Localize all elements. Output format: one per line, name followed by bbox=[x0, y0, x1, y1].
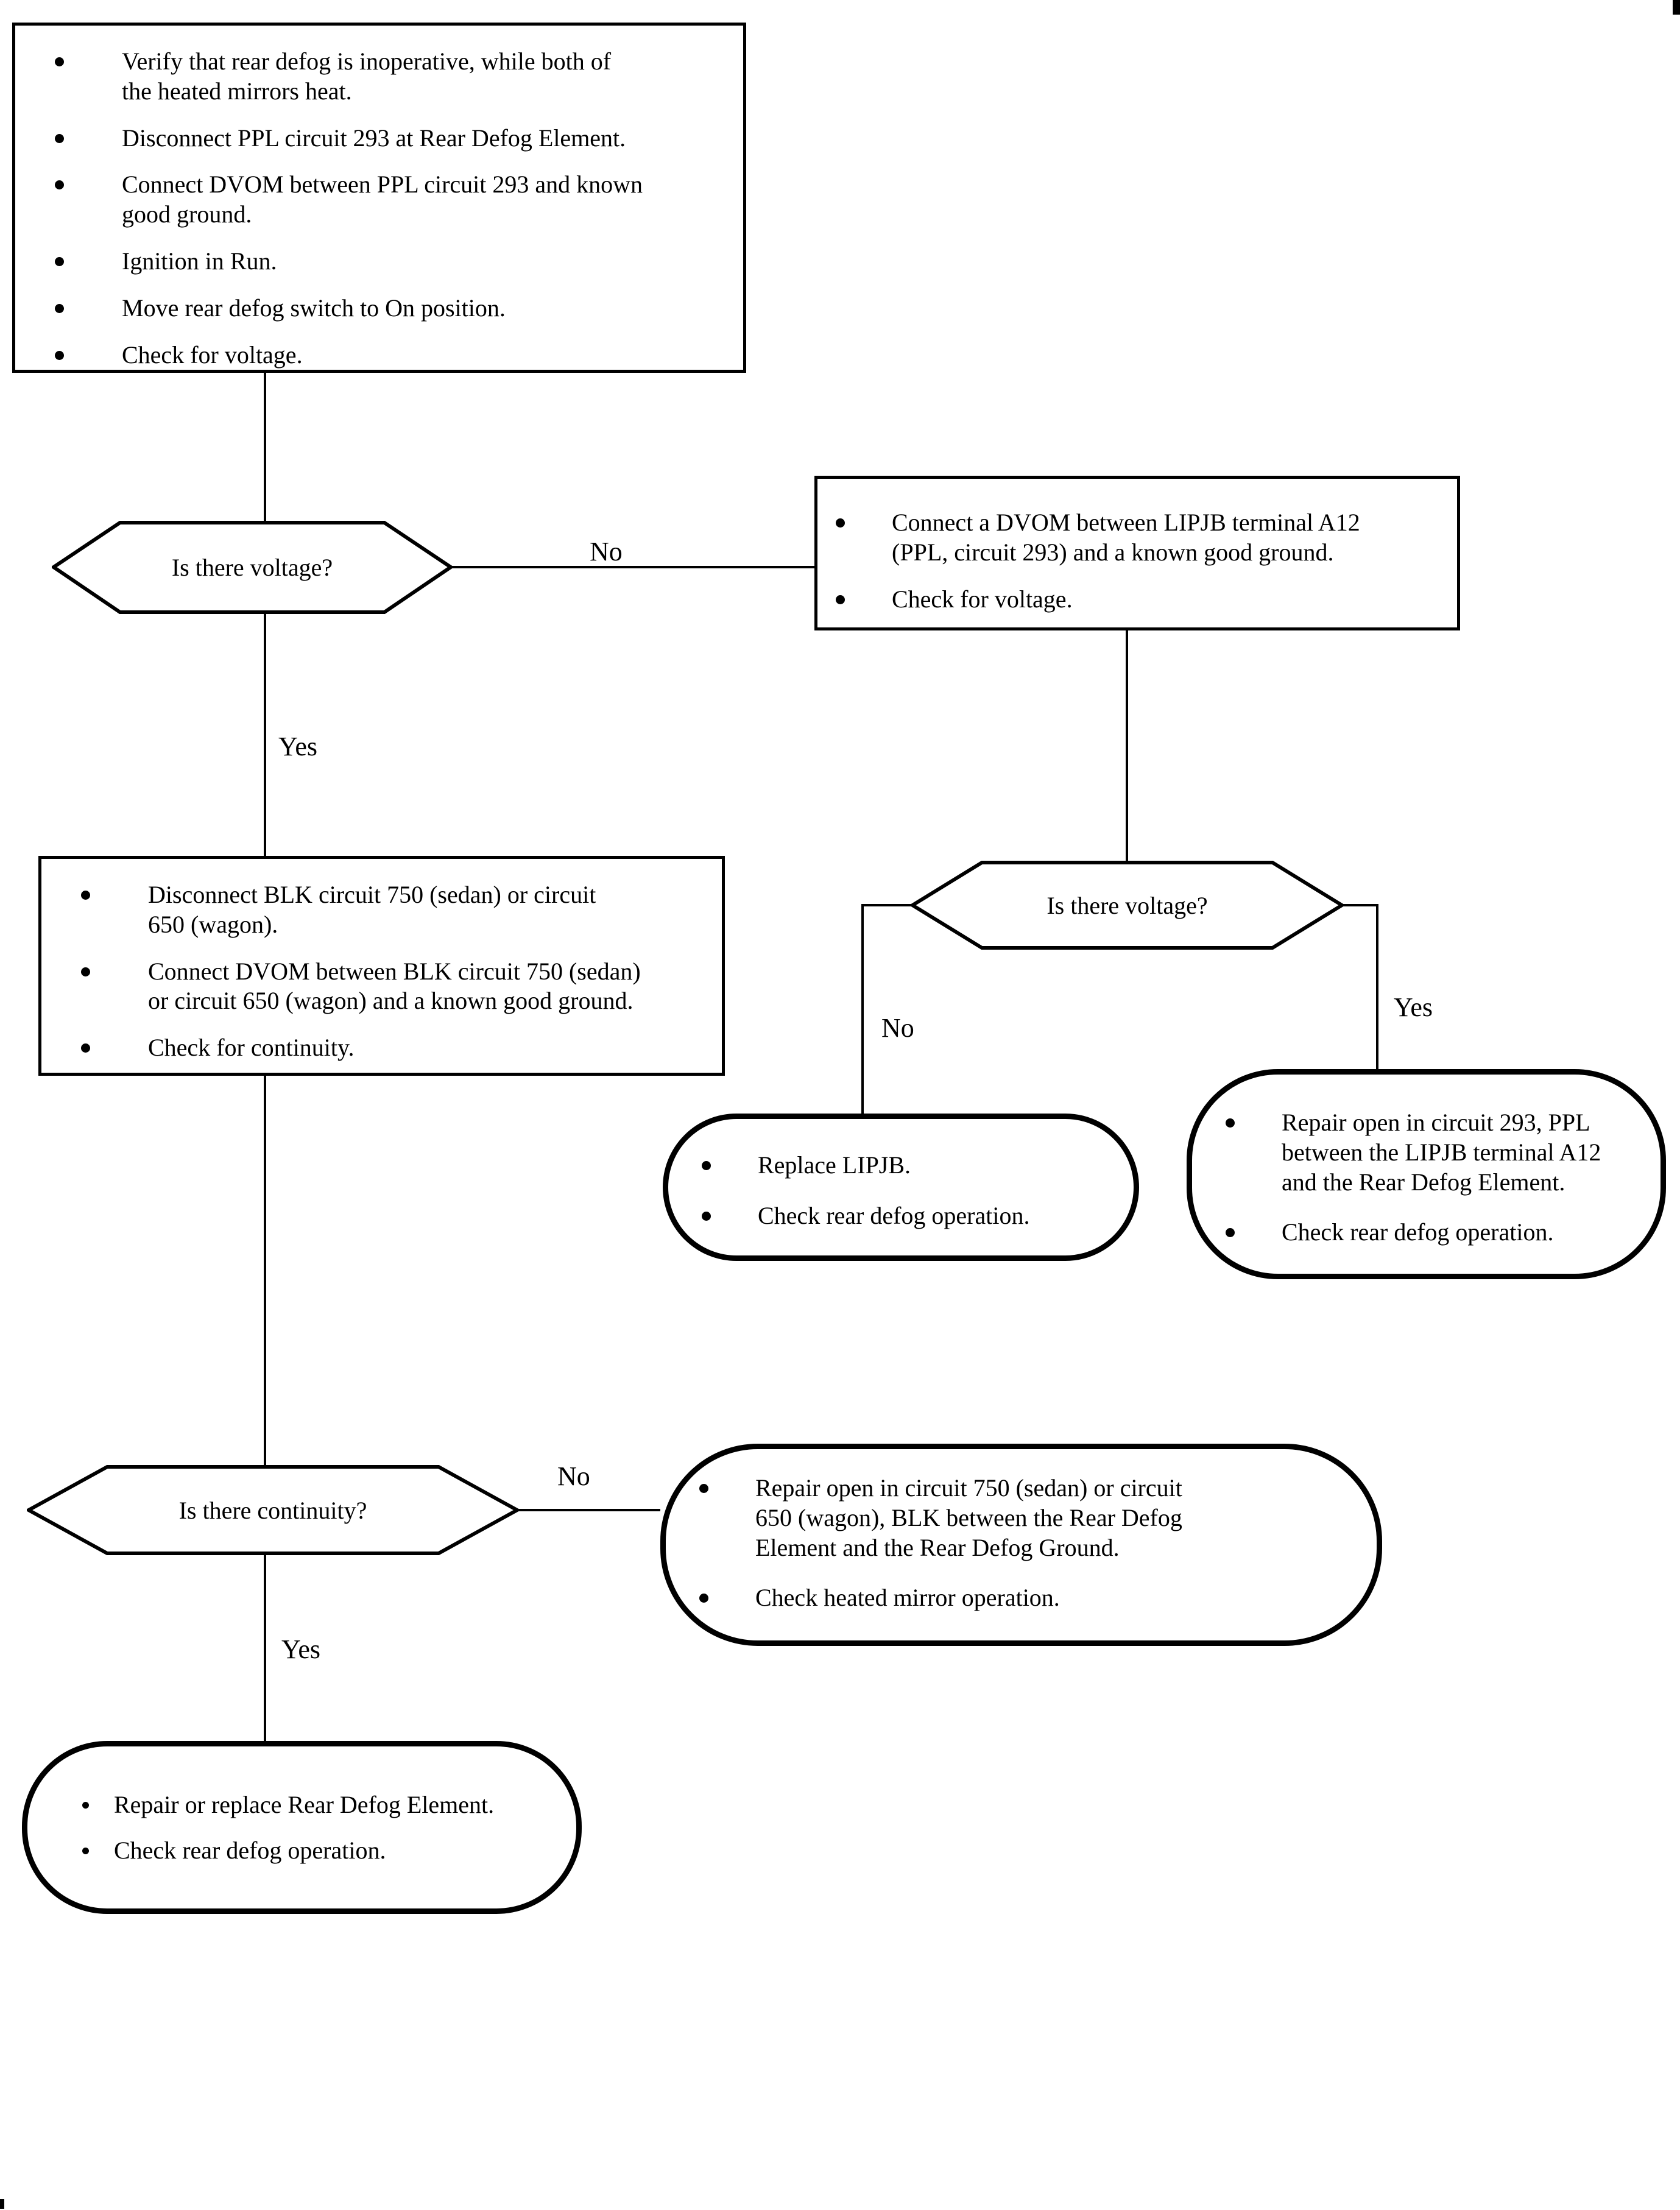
decision3-label: Is there continuity? bbox=[178, 1496, 367, 1524]
bullet-item: Check for voltage. bbox=[55, 341, 725, 370]
decision1-hexagon: Is there voltage? bbox=[52, 521, 453, 614]
decision2-label: Is there voltage? bbox=[1046, 891, 1208, 919]
decision2-hexagon: Is there voltage? bbox=[911, 861, 1344, 950]
bullet-list: Repair open in circuit 293, PPL between … bbox=[1192, 1075, 1661, 1248]
bullet-list: Replace LIPJB. Check rear defog operation… bbox=[668, 1119, 1134, 1231]
bullet-item: Move rear defog switch to On position. bbox=[55, 294, 725, 323]
terminator-repair-defog-element: Repair or replace Rear Defog Element. Che… bbox=[22, 1741, 582, 1914]
edge-label-no: No bbox=[881, 1013, 914, 1043]
connector-decision2-no-vertical bbox=[861, 904, 864, 1114]
lipjb-voltage-check-box: Connect a DVOM between LIPJB terminal A1… bbox=[814, 476, 1460, 630]
bullet-item: Connect DVOM between PPL circuit 293 and… bbox=[55, 170, 725, 230]
scan-artifact-top-right bbox=[1673, 0, 1680, 15]
decision1-label: Is there voltage? bbox=[171, 554, 333, 581]
hexagon-shape bbox=[52, 521, 453, 614]
bullet-item: Check heated mirror operation. bbox=[699, 1583, 1355, 1613]
edge-label-yes: Yes bbox=[281, 1634, 321, 1664]
start-instructions-box: Verify that rear defog is inoperative, w… bbox=[12, 23, 746, 373]
bullet-list: Connect a DVOM between LIPJB terminal A1… bbox=[817, 479, 1457, 614]
terminator-replace-lipjb: Replace LIPJB. Check rear defog operation… bbox=[663, 1114, 1139, 1261]
decision3-hexagon: Is there continuity? bbox=[27, 1465, 519, 1555]
connector-decision2-yes-horizontal bbox=[1340, 904, 1378, 906]
bullet-item: Verify that rear defog is inoperative, w… bbox=[55, 47, 725, 107]
bullet-item: Check rear defog operation. bbox=[82, 1836, 561, 1866]
bullet-item: Disconnect PPL circuit 293 at Rear Defog… bbox=[55, 124, 725, 154]
bullet-item: Disconnect BLK circuit 750 (sedan) or ci… bbox=[81, 880, 704, 940]
connector-decision1-no bbox=[450, 566, 814, 568]
scan-artifact-bottom-left bbox=[0, 2199, 4, 2209]
connector-decision1-yes-to-step3 bbox=[264, 614, 266, 856]
bullet-item: Check rear defog operation. bbox=[1226, 1218, 1639, 1248]
bullet-item: Replace LIPJB. bbox=[702, 1151, 1112, 1181]
connector-decision2-no-horizontal bbox=[863, 904, 914, 906]
bullet-list: Repair or replace Rear Defog Element. Che… bbox=[27, 1746, 576, 1866]
hexagon-shape bbox=[911, 861, 1344, 950]
bullet-item: Check for continuity. bbox=[81, 1033, 704, 1063]
bullet-item: Repair open in circuit 750 (sedan) or ci… bbox=[699, 1474, 1355, 1562]
edge-label-no: No bbox=[590, 537, 623, 567]
bullet-item: Repair open in circuit 293, PPL between … bbox=[1226, 1108, 1639, 1197]
connector-decision2-yes-vertical bbox=[1376, 904, 1378, 1069]
connector-decision3-yes bbox=[264, 1555, 266, 1741]
connector-decision3-no bbox=[516, 1509, 660, 1511]
edge-label-yes: Yes bbox=[1394, 992, 1433, 1022]
bullet-item: Connect a DVOM between LIPJB terminal A1… bbox=[836, 508, 1442, 568]
bullet-item: Repair or replace Rear Defog Element. bbox=[82, 1790, 561, 1820]
edge-label-yes: Yes bbox=[278, 732, 318, 761]
bullet-list: Disconnect BLK circuit 750 (sedan) or ci… bbox=[41, 859, 722, 1063]
hexagon-shape bbox=[27, 1465, 519, 1555]
terminator-repair-circuit-750: Repair open in circuit 750 (sedan) or ci… bbox=[660, 1444, 1382, 1646]
bullet-list: Verify that rear defog is inoperative, w… bbox=[15, 26, 743, 370]
connector-step2-to-decision2 bbox=[1126, 630, 1128, 861]
connector-step3-to-decision3 bbox=[264, 1076, 266, 1465]
bullet-item: Check for voltage. bbox=[836, 585, 1442, 615]
terminator-repair-circuit-293: Repair open in circuit 293, PPL between … bbox=[1187, 1069, 1666, 1279]
bullet-list: Repair open in circuit 750 (sedan) or ci… bbox=[666, 1449, 1377, 1613]
bullet-item: Ignition in Run. bbox=[55, 247, 725, 277]
bullet-item: Check rear defog operation. bbox=[702, 1201, 1112, 1231]
ground-circuit-check-box: Disconnect BLK circuit 750 (sedan) or ci… bbox=[38, 856, 725, 1076]
bullet-item: Connect DVOM between BLK circuit 750 (se… bbox=[81, 957, 704, 1017]
edge-label-no: No bbox=[557, 1461, 590, 1491]
connector-step1-to-decision1 bbox=[264, 373, 266, 521]
